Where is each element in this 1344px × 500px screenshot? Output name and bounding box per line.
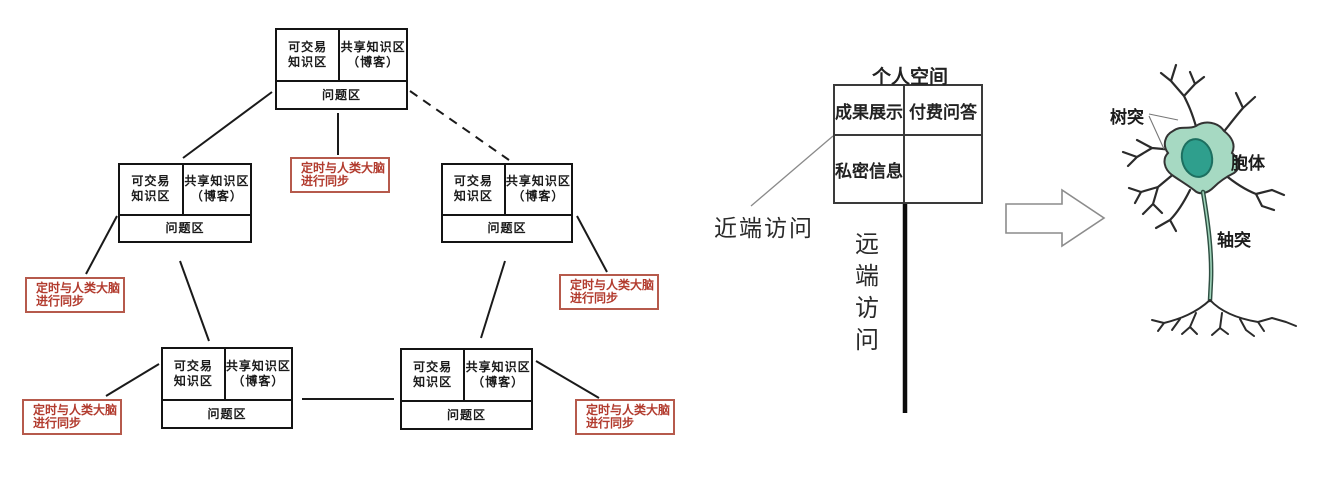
connector-midright-to-sync-right <box>576 215 608 273</box>
dendrite-branch-topright <box>1220 91 1257 136</box>
shared-knowledge-label2: （博客） <box>232 374 285 389</box>
tradeable-knowledge-label2: 知识区 <box>173 374 213 389</box>
knowledge-node-midleft: 可交易 知识区 共享知识区 （博客） 问题区 <box>118 163 252 243</box>
connector-bottomleft-to-sync <box>105 363 160 397</box>
question-area-cell: 问题区 <box>120 213 250 241</box>
tradeable-knowledge-label2: 知识区 <box>453 189 493 204</box>
neuron-illustration <box>1121 63 1297 337</box>
remote-access-char: 问 <box>855 327 879 354</box>
sync-label-left: 定时与人类大脑 进行同步 <box>25 277 125 313</box>
shared-knowledge-label: 共享知识区 <box>505 174 571 189</box>
remote-access-char: 远 <box>855 231 879 258</box>
personal-space-title: 个人空间 <box>871 67 948 88</box>
tradeable-knowledge-label: 可交易 <box>288 40 328 55</box>
question-area-cell: 问题区 <box>163 399 291 427</box>
knowledge-node-midright: 可交易 知识区 共享知识区 （博客） 问题区 <box>441 163 573 243</box>
sync-label-line1: 定时与人类大脑 <box>33 403 118 417</box>
knowledge-node-top: 可交易 知识区 共享知识区 （博客） 问题区 <box>275 28 408 110</box>
shared-knowledge-cell: 共享知识区 （博客） <box>340 30 406 80</box>
question-area-label: 问题区 <box>321 87 361 102</box>
question-area-cell: 问题区 <box>277 80 406 108</box>
dendrite-branch-bottomleft <box>1127 170 1178 216</box>
axon-terminals-left <box>1151 299 1211 335</box>
tradeable-knowledge-cell: 可交易 知识区 <box>443 165 506 214</box>
knowledge-node-bottomleft: 可交易 知识区 共享知识区 （博客） 问题区 <box>161 347 293 429</box>
dendrite-branch-top <box>1159 63 1206 132</box>
remote-access-char: 端 <box>855 263 879 290</box>
sync-label-line1: 定时与人类大脑 <box>570 278 655 292</box>
empty-cell <box>905 136 981 202</box>
remote-access-label: 远 端 访 问 <box>855 233 879 353</box>
sync-label-right: 定时与人类大脑 进行同步 <box>559 274 659 310</box>
shared-knowledge-label: 共享知识区 <box>184 174 250 189</box>
shared-knowledge-label2: （博客） <box>190 189 243 204</box>
paid-qa-cell: 付费问答 <box>905 86 981 136</box>
sync-label-bottomleft: 定时与人类大脑 进行同步 <box>22 399 122 435</box>
shared-knowledge-label: 共享知识区 <box>225 359 291 374</box>
shared-knowledge-cell: 共享知识区 （博客） <box>184 165 250 214</box>
shared-knowledge-label: 共享知识区 <box>465 360 531 375</box>
dendrite-branch-bottomright <box>1222 172 1286 212</box>
shared-knowledge-label2: （博客） <box>472 375 525 390</box>
tradeable-knowledge-cell: 可交易 知识区 <box>402 350 466 401</box>
tradeable-knowledge-label: 可交易 <box>453 174 493 189</box>
dendrite-pointer-line-2 <box>1148 115 1165 150</box>
dendrite-label: 树突 <box>1110 108 1144 127</box>
sync-label-line2: 进行同步 <box>33 416 82 430</box>
dendrite-branch-left <box>1121 138 1176 168</box>
personal-space-box: 成果展示 付费问答 私密信息 <box>833 84 983 204</box>
shared-knowledge-label2: （博客） <box>512 189 565 204</box>
question-area-label: 问题区 <box>207 406 247 421</box>
sync-label-line1: 定时与人类大脑 <box>301 161 386 175</box>
sync-label-line1: 定时与人类大脑 <box>586 403 671 417</box>
tradeable-knowledge-label2: 知识区 <box>131 189 171 204</box>
connector-top-to-midright-dashed <box>409 90 510 161</box>
axon-label: 轴突 <box>1217 231 1251 250</box>
connector-midleft-to-sync-left <box>85 215 118 275</box>
question-area-label: 问题区 <box>487 220 527 235</box>
shared-knowledge-label: 共享知识区 <box>340 40 406 55</box>
question-area-label: 问题区 <box>446 407 486 422</box>
tradeable-knowledge-label: 可交易 <box>173 359 213 374</box>
sync-label-bottomright: 定时与人类大脑 进行同步 <box>575 399 675 435</box>
shared-knowledge-cell: 共享知识区 （博客） <box>465 350 531 400</box>
dendrite-branch-bottomleft-2 <box>1154 188 1192 233</box>
soma-label: 胞体 <box>1231 154 1265 173</box>
sync-label-line2: 进行同步 <box>586 416 635 430</box>
sync-label-line2: 进行同步 <box>570 291 619 305</box>
neuron-axon-highlight <box>1202 191 1212 301</box>
connector-midleft-to-bottomleft <box>179 260 210 342</box>
dendrite-pointer-line-1 <box>1148 113 1179 121</box>
tradeable-knowledge-cell: 可交易 知识区 <box>163 349 226 400</box>
neuron-nucleus <box>1180 138 1214 178</box>
knowledge-node-bottomright: 可交易 知识区 共享知识区 （博客） 问题区 <box>400 348 533 430</box>
near-access-pointer-line <box>750 135 834 207</box>
right-arrow-icon <box>1005 188 1106 248</box>
tradeable-knowledge-cell: 可交易 知识区 <box>120 165 184 214</box>
connector-top-to-midleft <box>182 91 273 159</box>
question-area-cell: 问题区 <box>402 400 531 428</box>
axon-terminals-right <box>1209 299 1297 337</box>
tradeable-knowledge-label: 可交易 <box>131 174 171 189</box>
shared-knowledge-label2: （博客） <box>347 55 400 70</box>
sync-label-center: 定时与人类大脑 进行同步 <box>290 157 390 193</box>
shared-knowledge-cell: 共享知识区 （博客） <box>506 165 571 214</box>
sync-label-line2: 进行同步 <box>301 174 350 188</box>
remote-access-char: 访 <box>855 295 879 322</box>
tradeable-knowledge-label2: 知识区 <box>288 55 328 70</box>
near-access-label: 近端访问 <box>714 215 814 241</box>
achievements-cell: 成果展示 <box>835 86 905 136</box>
tradeable-knowledge-label: 可交易 <box>413 360 453 375</box>
question-area-cell: 问题区 <box>443 213 571 241</box>
tradeable-knowledge-label2: 知识区 <box>413 375 453 390</box>
connector-bottomright-to-sync <box>535 360 600 399</box>
connector-midright-to-bottomright <box>480 260 506 339</box>
shared-knowledge-cell: 共享知识区 （博客） <box>226 349 291 399</box>
private-info-cell: 私密信息 <box>835 136 905 202</box>
tradeable-knowledge-cell: 可交易 知识区 <box>277 30 341 81</box>
sync-label-line2: 进行同步 <box>36 294 85 308</box>
question-area-label: 问题区 <box>165 220 205 235</box>
sync-label-line1: 定时与人类大脑 <box>36 281 121 295</box>
